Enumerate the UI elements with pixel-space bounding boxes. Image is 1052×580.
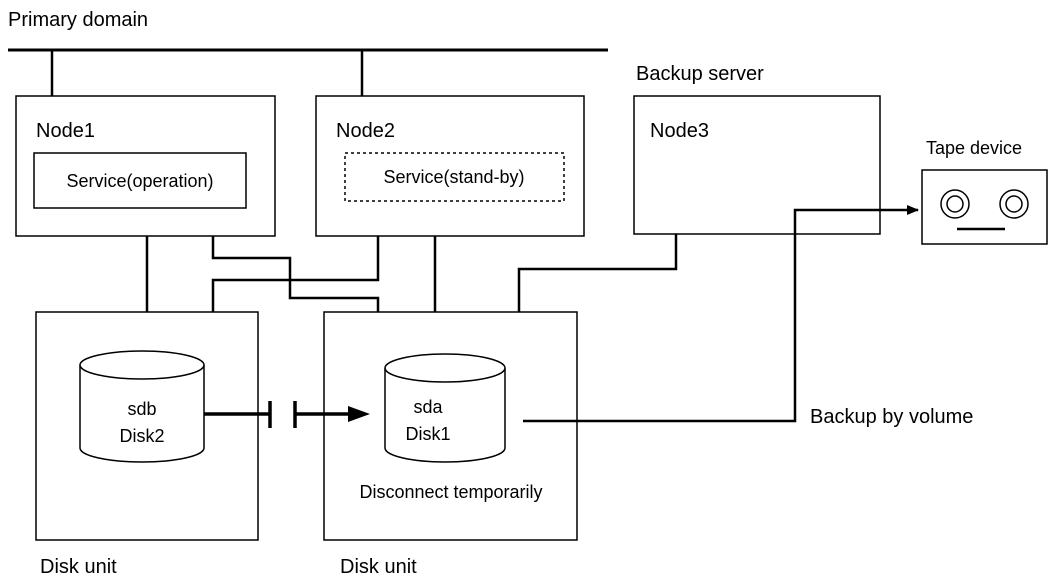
mirror-disconnect-link	[204, 401, 370, 428]
tape-reel-left-icon	[940, 189, 970, 219]
service-operation-box	[33, 152, 247, 209]
node1-label: Node1	[36, 120, 95, 142]
node2-box: Node2 Service(stand-by)	[315, 95, 585, 237]
backup-by-volume-label: Backup by volume	[810, 406, 973, 428]
primary-domain-label: Primary domain	[8, 9, 148, 31]
disk-unit-right-label: Disk unit	[340, 556, 417, 578]
tape-reel-right-icon	[999, 189, 1029, 219]
service-operation-label: Service(operation)	[66, 171, 213, 191]
disk1-label: Disk1	[405, 424, 450, 444]
disk-unit-left-label: Disk unit	[40, 556, 117, 578]
node1-box: Node1 Service(operation)	[15, 95, 276, 237]
node2-to-disk-left-link	[211, 236, 380, 312]
backup-server-label: Backup server	[636, 63, 764, 85]
service-standby-box	[344, 152, 565, 202]
tape-device	[921, 169, 1048, 245]
backup-path-line	[523, 205, 919, 423]
node3-box: Node3	[633, 95, 881, 235]
disk1-name: sda	[413, 397, 443, 417]
node3-to-disk-right-link	[517, 234, 678, 312]
service-standby-label: Service(stand-by)	[383, 167, 524, 187]
tape-device-label: Tape device	[926, 138, 1022, 158]
node1-to-disk-right-link	[211, 236, 380, 312]
disk2-label: Disk2	[119, 426, 164, 446]
disk2-cylinder-icon	[79, 350, 205, 463]
disconnect-temporarily-label: Disconnect temporarily	[359, 482, 542, 502]
node3-label: Node3	[650, 120, 709, 142]
connection-lines	[145, 234, 678, 312]
disk1-cylinder-icon	[384, 353, 506, 463]
node2-label: Node2	[336, 120, 395, 142]
disk2-name: sdb	[127, 399, 156, 419]
